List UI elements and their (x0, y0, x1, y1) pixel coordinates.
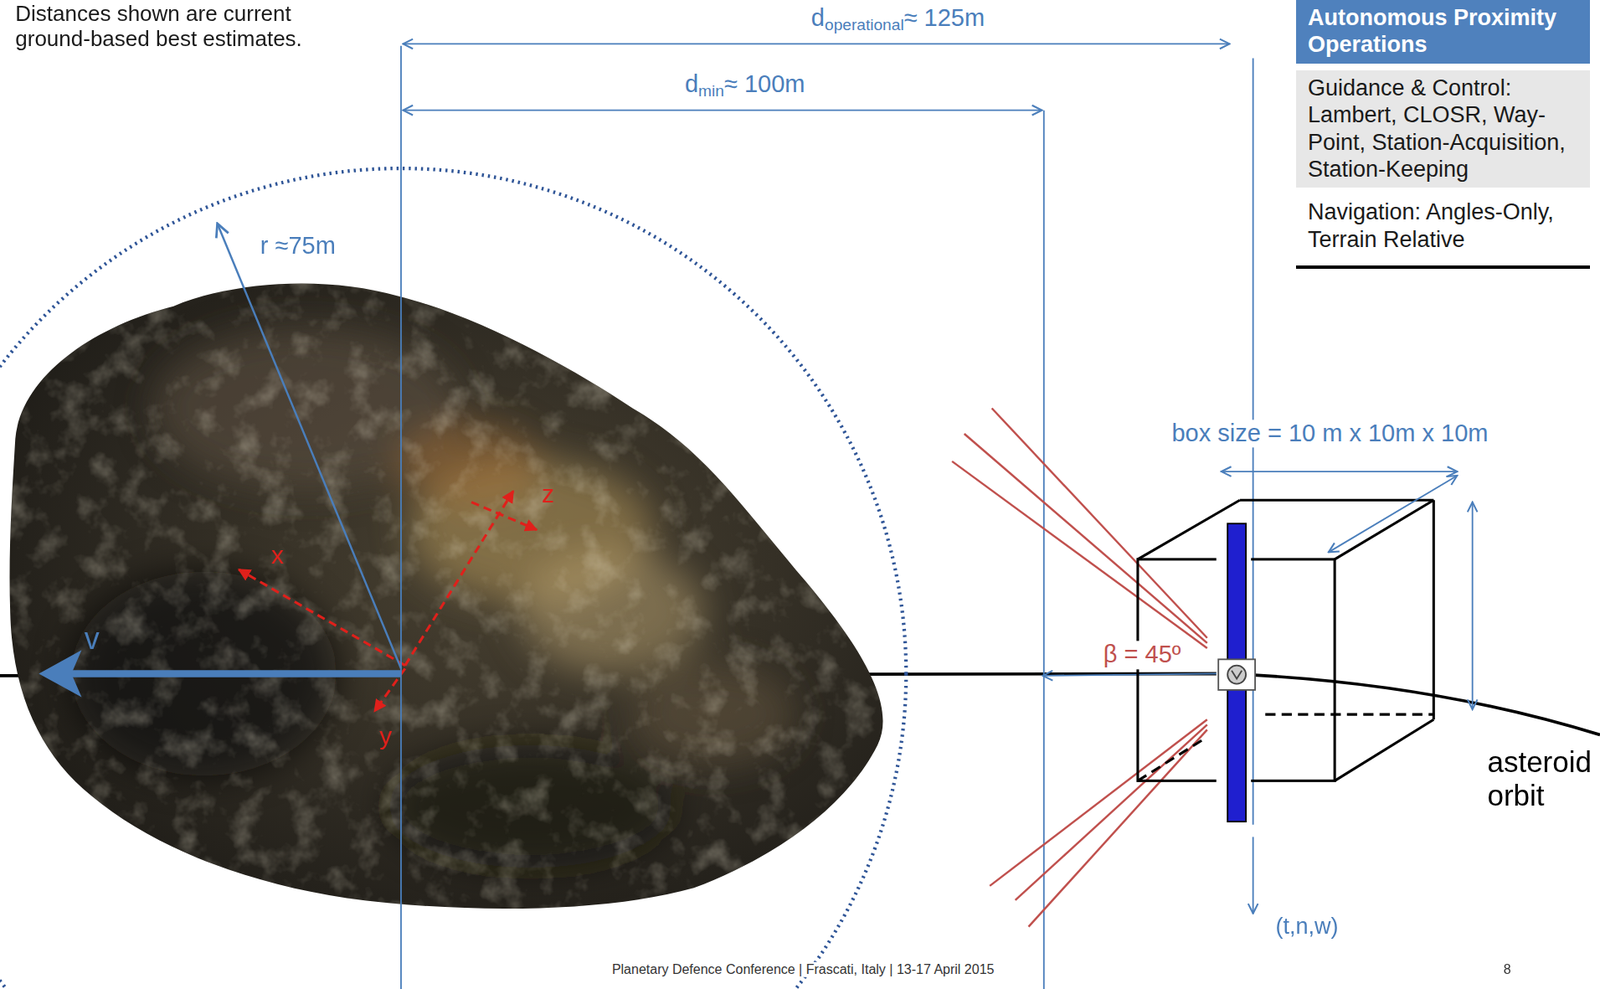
dimension-arrow (402, 42, 1230, 45)
fov-line (989, 719, 1208, 886)
axis-line (471, 502, 537, 530)
dimension-arrow (402, 109, 1042, 112)
label-group: Planetary Defence Conference | Frascati,… (608, 962, 999, 978)
spacecraft-body (1227, 665, 1246, 685)
axis-label: x (271, 540, 284, 569)
asteroid (0, 265, 919, 929)
label-group: v (84, 621, 100, 656)
sight-arrow (1043, 673, 1220, 675)
dimension-label: operational (824, 15, 905, 34)
cube-hidden-edge (1137, 738, 1204, 781)
axis-label: y (379, 720, 392, 749)
frame-label: (t,n,w) (1275, 913, 1338, 939)
fov-line (964, 433, 1208, 644)
spacecraft-detail (1231, 670, 1242, 680)
label-group: y (379, 720, 392, 751)
fov-line (1028, 729, 1208, 927)
info-panel: Autonomous Proximity OperationsGuidance … (1296, 0, 1590, 269)
panel-body: Guidance & Control: Lambert, CLOSR, Way-… (1296, 70, 1590, 189)
velocity-label: v (84, 621, 100, 656)
panel-body: Navigation: Angles-Only, Terrain Relativ… (1296, 194, 1590, 258)
spacecraft-bus (1218, 658, 1256, 690)
radius-line (217, 223, 402, 669)
dimension-label: box size = 10 m x 10m x 10m (1171, 419, 1488, 447)
dimension-arrow (1221, 470, 1458, 473)
label-group: Distances shown are current ground-based… (15, 1, 350, 52)
cube-edge (1432, 499, 1436, 720)
dimension-label: ≈ 100m (724, 70, 806, 98)
label-group: asteroid orbit (1486, 745, 1592, 813)
frame-arrow (1252, 836, 1255, 913)
asteroid-texture (0, 265, 919, 929)
dimension-label: ≈ 125m (904, 4, 986, 31)
solar-panel (1227, 523, 1246, 822)
field-of-view (951, 408, 1208, 927)
label-group: doperational≈ 125m (807, 4, 988, 35)
radius-label: r ≈75m (260, 231, 336, 259)
reference-lines (401, 46, 1254, 989)
reference-line (1043, 110, 1045, 989)
reference-line (400, 46, 402, 989)
label-group: (t,n,w) (1275, 913, 1338, 940)
note-text: Distances shown are current ground-based… (15, 0, 303, 52)
label-group: β = 45º (1100, 641, 1185, 669)
angle-label: β = 45º (1103, 641, 1182, 669)
label-group: dmin≈ 100m (681, 70, 808, 101)
axis-line (405, 490, 514, 665)
fov-line (951, 461, 1208, 649)
orbit-label: asteroid orbit (1486, 745, 1592, 812)
asteroid-body (0, 265, 919, 929)
label-group: x (271, 540, 284, 571)
label-group: r ≈75m (260, 231, 336, 260)
cube-edge (1334, 499, 1434, 560)
velocity-arrow (66, 669, 402, 678)
cube-hidden-edge (1265, 713, 1434, 716)
cube-edge (1239, 499, 1435, 502)
cube-edge (1334, 719, 1434, 781)
page-number: 8 (1503, 962, 1512, 977)
velocity-arrowhead (38, 649, 82, 697)
dimension-label: d (684, 70, 699, 98)
label-group: z (541, 479, 555, 510)
label-group: box size = 10 m x 10m x 10m (1167, 419, 1492, 448)
dimension-arrow (1328, 475, 1458, 552)
footer-text: Planetary Defence Conference | Frascati,… (612, 962, 995, 977)
dimension-arrow (1471, 502, 1474, 710)
dimension-label: min (698, 82, 725, 100)
label-group: 8 (1503, 962, 1512, 978)
dimension-label: d (811, 4, 825, 31)
panel-heading: Autonomous Proximity Operations (1296, 0, 1590, 64)
fov-line (1015, 724, 1208, 901)
axis-label: z (541, 479, 555, 508)
spacecraft (1216, 514, 1256, 829)
body-axes (238, 490, 537, 711)
